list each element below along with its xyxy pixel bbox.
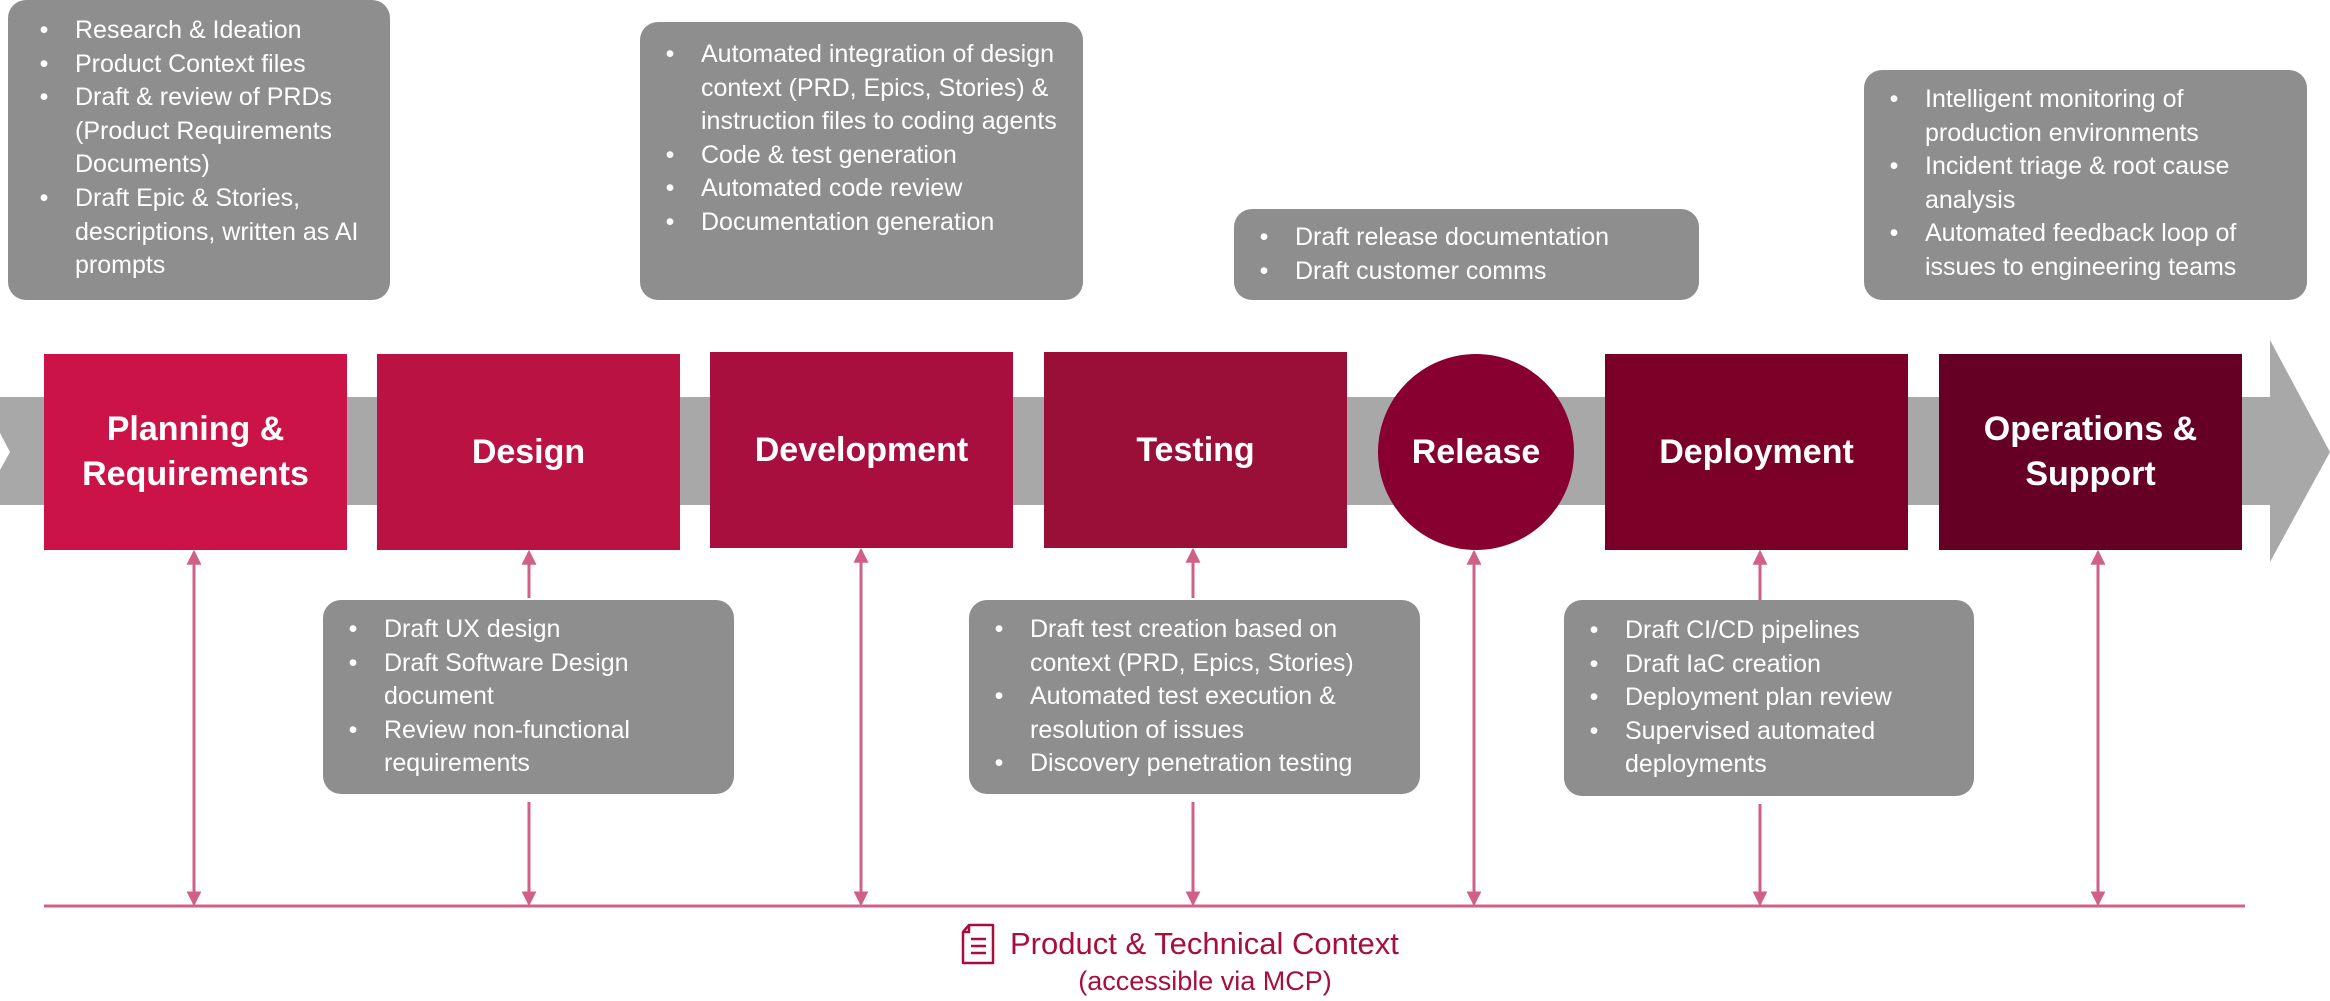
panel-deployment-item: Supervised automated deployments [1584,715,1962,782]
panel-release-item: Draft release documentation [1254,221,1687,255]
panel-development-item: Automated integration of design context … [660,38,1071,139]
panel-testing: Draft test creation based on context (PR… [969,600,1420,794]
panel-release: Draft release documentation Draft custom… [1234,209,1699,300]
panel-development-item: Documentation generation [660,206,1071,240]
panel-release-item: Draft customer comms [1254,255,1687,289]
stage-deployment-label: Deployment [1659,432,1854,471]
panel-planning-item: Research & Ideation [34,14,378,48]
stage-deployment: Deployment [1605,354,1908,550]
panel-operations-item: Incident triage & root cause analysis [1884,150,2295,217]
panel-design-item: Review non-functional requirements [343,714,722,781]
panel-operations-item: Intelligent monitoring of production env… [1884,83,2295,150]
panel-development-item: Code & test generation [660,139,1071,173]
stage-planning-label: Planning & Requirements [82,410,309,493]
stage-design: Design [377,354,680,550]
stage-planning: Planning & Requirements [44,354,347,550]
pipeline-arrowhead [2270,340,2330,562]
stage-development-label: Development [754,430,969,469]
document-icon [961,923,995,965]
panel-planning-item: Draft Epic & Stories, descriptions, writ… [34,182,378,283]
stage-operations: Operations & Support [1939,354,2242,550]
stage-testing: Testing [1044,352,1347,548]
stage-operations-label: Operations & Support [1983,410,2198,493]
panel-design-item: Draft Software Design document [343,647,722,714]
stage-design-label: Design [471,432,586,471]
panel-planning-item: Product Context files [34,48,378,82]
panel-testing-item: Discovery penetration testing [989,747,1408,781]
panel-development-item: Automated code review [660,172,1071,206]
pipeline-tail-notch [0,433,10,470]
context-title: Product & Technical Context [1010,926,1399,961]
context-heading: Product & Technical Context [960,922,1430,966]
panel-deployment: Draft CI/CD pipelines Draft IaC creation… [1564,600,1974,796]
stage-release: Release [1378,354,1574,550]
panel-testing-item: Draft test creation based on context (PR… [989,613,1408,680]
context-subtitle: (accessible via MCP) [1078,966,1332,996]
panel-development: Automated integration of design context … [640,22,1083,300]
panel-planning: Research & Ideation Product Context file… [8,0,390,300]
stage-release-label: Release [1411,432,1541,471]
panel-testing-item: Automated test execution & resolution of… [989,680,1408,747]
panel-planning-item: Draft & review of PRDs (Product Requirem… [34,81,378,182]
panel-deployment-item: Draft CI/CD pipelines [1584,614,1962,648]
panel-design-item: Draft UX design [343,613,722,647]
panel-operations-item: Automated feedback loop of issues to eng… [1884,217,2295,284]
panel-design: Draft UX design Draft Software Design do… [323,600,734,794]
panel-deployment-item: Draft IaC creation [1584,648,1962,682]
panel-operations: Intelligent monitoring of production env… [1864,70,2307,300]
stage-testing-label: Testing [1136,430,1255,469]
stage-development: Development [710,352,1013,548]
panel-deployment-item: Deployment plan review [1584,681,1962,715]
